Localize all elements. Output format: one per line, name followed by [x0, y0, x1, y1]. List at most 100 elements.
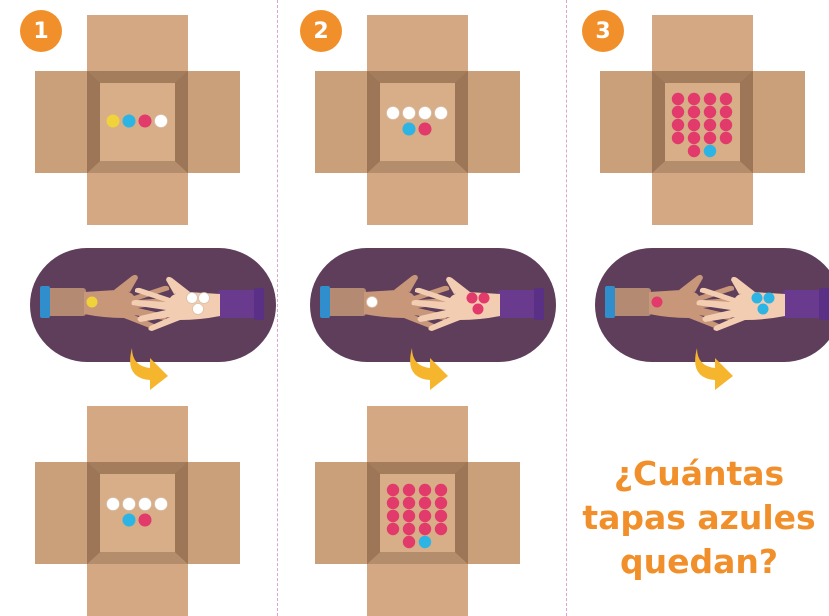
bottle-cap-white — [106, 497, 120, 511]
bottle-cap-red — [402, 535, 416, 549]
box-wall-bottom — [652, 161, 753, 173]
bottle-cap-blue — [763, 292, 775, 304]
box-flap-left — [35, 462, 87, 564]
box-flap-left — [315, 462, 367, 564]
box-flap-right — [468, 71, 520, 173]
bottle-cap-red — [386, 483, 400, 497]
question-line-1: ¿Cuántas — [613, 454, 785, 493]
step-badge-2: 2 — [300, 10, 342, 52]
bottle-cap-red — [719, 118, 733, 132]
box-wall-bottom — [367, 552, 468, 564]
bottle-cap-blue — [703, 144, 717, 158]
question-line-2: tapas azules — [582, 498, 816, 537]
box-flap-right — [188, 71, 240, 173]
step-number: 1 — [33, 18, 49, 44]
bottle-cap-white — [418, 106, 432, 120]
bottle-cap-red — [138, 513, 152, 527]
bottle-cap-red — [478, 292, 490, 304]
box-flap-top — [652, 15, 753, 71]
box-wall-right — [175, 71, 188, 173]
bottle-cap-red — [402, 522, 416, 536]
bottle-cap-red — [386, 522, 400, 536]
question-line-3: quedan? — [619, 542, 779, 581]
bottle-cap-white — [186, 292, 198, 304]
bottle-cap-yellow — [106, 114, 120, 128]
box-flap-left — [315, 71, 367, 173]
bottle-cap-red — [402, 483, 416, 497]
bottle-cap-blue — [122, 513, 136, 527]
bottle-cap-red — [434, 483, 448, 497]
bottle-cap-red — [703, 118, 717, 132]
bottle-cap-blue — [402, 122, 416, 136]
box-floor — [100, 474, 175, 552]
down-right-arrow-icon — [128, 346, 172, 390]
bottle-cap-red — [671, 105, 685, 119]
right-hand — [696, 276, 829, 331]
exchange-pill-step1 — [30, 248, 276, 362]
bottle-cap-red — [466, 292, 478, 304]
bottle-cap-red — [418, 509, 432, 523]
box-flap-top — [87, 406, 188, 462]
bottle-cap-blue — [757, 303, 769, 315]
right-hand — [411, 276, 544, 331]
bottle-cap-red — [651, 296, 663, 308]
box-floor — [380, 83, 455, 161]
bottle-cap-white — [154, 497, 168, 511]
box-flap-top — [367, 406, 468, 462]
box-wall-top — [652, 71, 753, 83]
box-wall-left — [87, 71, 100, 173]
bottle-cap-red — [434, 496, 448, 510]
open-box-step3-before — [600, 15, 805, 225]
box-wall-right — [175, 462, 188, 564]
box-wall-top — [87, 71, 188, 83]
bottle-cap-red — [687, 131, 701, 145]
question-text: ¿Cuántas tapas azules quedan? — [570, 452, 828, 584]
bottle-cap-red — [687, 118, 701, 132]
box-flap-right — [468, 462, 520, 564]
bottle-cap-red — [703, 105, 717, 119]
box-wall-top — [87, 462, 188, 474]
box-wall-bottom — [87, 552, 188, 564]
bottle-cap-red — [402, 496, 416, 510]
left-hand — [605, 274, 738, 329]
bottle-cap-white — [366, 296, 378, 308]
box-flap-left — [600, 71, 652, 173]
bottle-cap-red — [671, 92, 685, 106]
column-divider-2 — [566, 0, 567, 616]
bottle-cap-white — [192, 303, 204, 315]
bottle-cap-red — [719, 105, 733, 119]
bottle-cap-red — [434, 522, 448, 536]
bottle-cap-red — [719, 131, 733, 145]
box-wall-bottom — [87, 161, 188, 173]
down-right-arrow-icon — [693, 346, 737, 390]
bottle-cap-red — [703, 131, 717, 145]
bottle-cap-red — [418, 483, 432, 497]
box-wall-left — [367, 462, 380, 564]
open-box-step2-after — [315, 406, 520, 616]
box-flap-right — [188, 462, 240, 564]
box-wall-top — [367, 71, 468, 83]
left-hand — [40, 274, 173, 329]
bottle-cap-white — [386, 106, 400, 120]
box-flap-right — [753, 71, 805, 173]
box-wall-left — [87, 462, 100, 564]
box-wall-left — [367, 71, 380, 173]
bottle-cap-red — [671, 131, 685, 145]
box-wall-right — [740, 71, 753, 173]
down-right-arrow-icon — [408, 346, 452, 390]
bottle-cap-red — [434, 509, 448, 523]
bottle-cap-red — [386, 496, 400, 510]
bottle-cap-red — [418, 496, 432, 510]
box-flap-bottom — [87, 173, 188, 225]
bottle-cap-red — [472, 303, 484, 315]
box-wall-top — [367, 462, 468, 474]
bottle-cap-red — [418, 522, 432, 536]
box-wall-right — [455, 462, 468, 564]
bottle-cap-yellow — [86, 296, 98, 308]
open-box-step2-before — [315, 15, 520, 225]
bottle-cap-white — [122, 497, 136, 511]
step-badge-3: 3 — [582, 10, 624, 52]
bottle-cap-red — [687, 92, 701, 106]
bottle-cap-red — [719, 92, 733, 106]
exchange-pill-step3 — [595, 248, 829, 362]
